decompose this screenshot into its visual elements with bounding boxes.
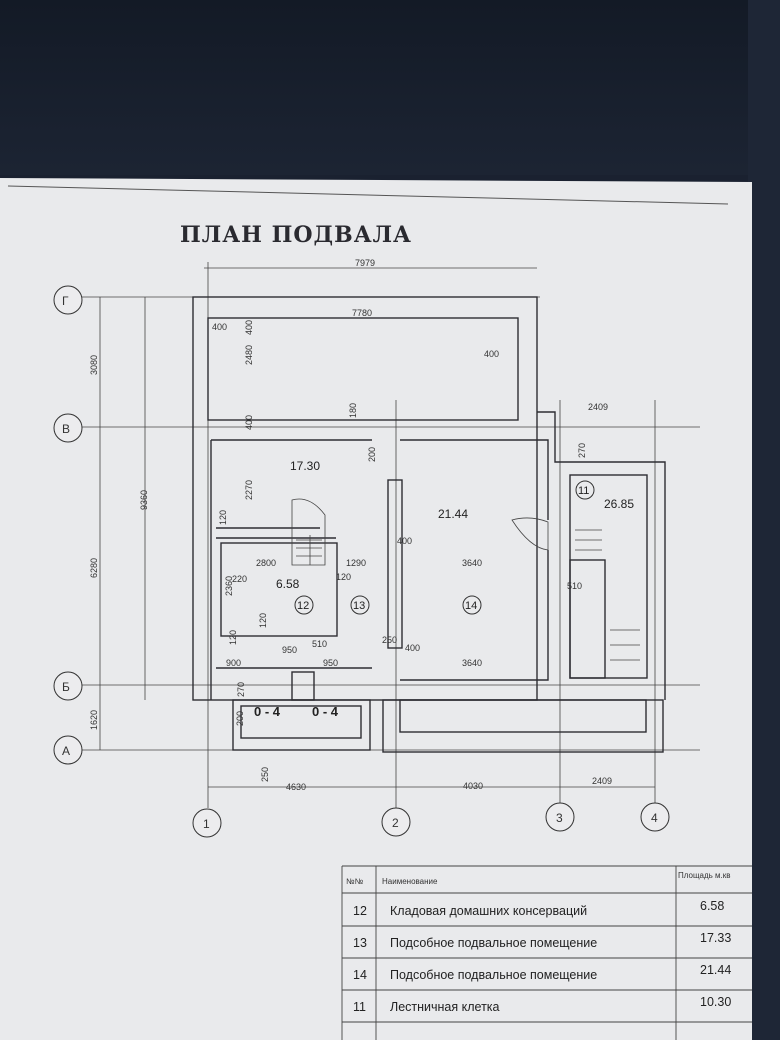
- dim-3640-a: 3640: [462, 558, 482, 568]
- table-row-name: Лестничная клетка: [390, 1000, 500, 1014]
- dim-4630: 4630: [286, 782, 306, 792]
- walls: [192, 296, 666, 753]
- dim-220: 220: [232, 574, 247, 584]
- table-header-area: Площадь м.кв: [678, 871, 731, 880]
- dim-2409-b: 2409: [592, 776, 612, 786]
- table-row-no: 12: [353, 904, 367, 918]
- axis-label-v: В: [62, 422, 70, 436]
- table-row-area: 17.33: [700, 931, 731, 945]
- table-row-no: 14: [353, 968, 367, 982]
- axis-markers: Г В Б А 1 2 3 4: [53, 285, 670, 838]
- dim-120-b: 120: [258, 613, 268, 628]
- opening-label-2: 0 - 4: [312, 704, 339, 719]
- dim-400-e: 400: [397, 536, 412, 546]
- axis-bubble-v: [53, 413, 83, 443]
- room-12-circle: [294, 595, 314, 615]
- dim-7979: 7979: [355, 258, 375, 268]
- axis-bubble-1: [192, 808, 222, 838]
- table-row-name: Подсобное подвальное помещение: [390, 936, 597, 950]
- grid-lines: [82, 262, 700, 808]
- dim-120-a: 120: [218, 510, 228, 525]
- axis-bubble-2: [381, 807, 411, 837]
- table-row-name: Кладовая домашних консерваций: [390, 904, 587, 918]
- axis-label-2: 2: [392, 816, 399, 830]
- dim-2270: 2270: [244, 480, 254, 500]
- dim-1290: 1290: [346, 558, 366, 568]
- axis-label-b: Б: [62, 680, 70, 694]
- sheet-rule: [7, 185, 729, 205]
- axis-label-3: 3: [556, 811, 563, 825]
- dim-4030: 4030: [463, 781, 483, 791]
- plan-title: ПЛАН ПОДВАЛА: [180, 222, 412, 248]
- dim-950-a: 950: [282, 645, 297, 655]
- dimensions: 7979 7780 400 400 400 400 2800 1290 12 0 …: [89, 258, 612, 792]
- dim-270: 270: [577, 443, 587, 458]
- table-row-area: 21.44: [700, 963, 731, 977]
- room-13-area: 17.30: [290, 459, 320, 473]
- dim-400-b: 400: [484, 349, 499, 359]
- dim-400-c: 400: [244, 320, 254, 335]
- dim-250: 250: [382, 635, 397, 645]
- table-row-area: 6.58: [700, 899, 724, 913]
- room-13-circle: [350, 595, 370, 615]
- axis-label-4: 4: [651, 811, 658, 825]
- axis-bubble-b: [53, 671, 83, 701]
- dim-2409-a: 2409: [588, 402, 608, 412]
- axis-label-1: 1: [203, 817, 210, 831]
- dim-200-b: 200: [235, 711, 245, 726]
- dim-950-b: 950: [323, 658, 338, 668]
- dim-2360: 2360: [224, 576, 234, 596]
- room-14-area: 21.44: [438, 507, 468, 521]
- room-13-number: 13: [353, 600, 365, 612]
- dim-6280: 6280: [89, 558, 99, 578]
- stairs-symbol: [291, 498, 640, 661]
- room-11-number: 11: [578, 485, 589, 497]
- background-dark-area: [0, 0, 780, 175]
- dim-7780: 7780: [352, 308, 372, 318]
- table-row-no: 13: [353, 936, 367, 950]
- table-row-name: Подсобное подвальное помещение: [390, 968, 597, 982]
- axis-label-a: А: [62, 744, 70, 758]
- rooms: 17.30 21.44 6.58 26.85 12 13 14 11: [276, 459, 634, 615]
- dim-180: 180: [348, 403, 358, 418]
- axis-bubble-g: [53, 285, 83, 315]
- dim-120-c: 120: [336, 572, 351, 582]
- table-row-no: 11: [353, 1000, 366, 1014]
- table-header-no: №№: [346, 877, 364, 886]
- dim-120-d: 120: [228, 630, 238, 645]
- dim-3640-b: 3640: [462, 658, 482, 668]
- table-header-name: Наименование: [382, 877, 438, 886]
- room-11-area: 26.85: [604, 497, 634, 511]
- dim-510-a: 510: [312, 639, 327, 649]
- dim-400-d: 400: [405, 643, 420, 653]
- axis-bubble-a: [53, 735, 83, 765]
- dim-3080: 3080: [89, 355, 99, 375]
- room-14-number: 14: [465, 600, 477, 612]
- dim-2800: 2800: [256, 558, 276, 568]
- dim-270-b: 270: [236, 682, 246, 697]
- dim-510-b: 510: [567, 581, 582, 591]
- room-11-circle: [575, 480, 595, 500]
- dim-2480: 2480: [244, 345, 254, 365]
- axis-bubble-3: [545, 802, 575, 832]
- dim-400-f: 400: [244, 415, 254, 430]
- room-12-number: 12: [297, 600, 309, 612]
- room-table: №№ Наименование Площадь м.кв 12 Кладовая…: [341, 865, 752, 1040]
- dim-250-b: 250: [260, 767, 270, 782]
- background-dark-edge: [748, 0, 780, 1040]
- opening-label-1: 0 - 4: [254, 704, 281, 719]
- dim-400-a: 400: [212, 322, 227, 332]
- axis-bubble-4: [640, 802, 670, 832]
- dim-1620: 1620: [89, 710, 99, 730]
- axis-label-g: Г: [62, 294, 69, 308]
- dim-9360: 9360: [139, 490, 149, 510]
- table-row-area: 10.30: [700, 995, 731, 1009]
- dim-900: 900: [226, 658, 241, 668]
- room-14-circle: [462, 595, 482, 615]
- room-12-area: 6.58: [276, 577, 300, 591]
- dim-200: 200: [367, 447, 377, 462]
